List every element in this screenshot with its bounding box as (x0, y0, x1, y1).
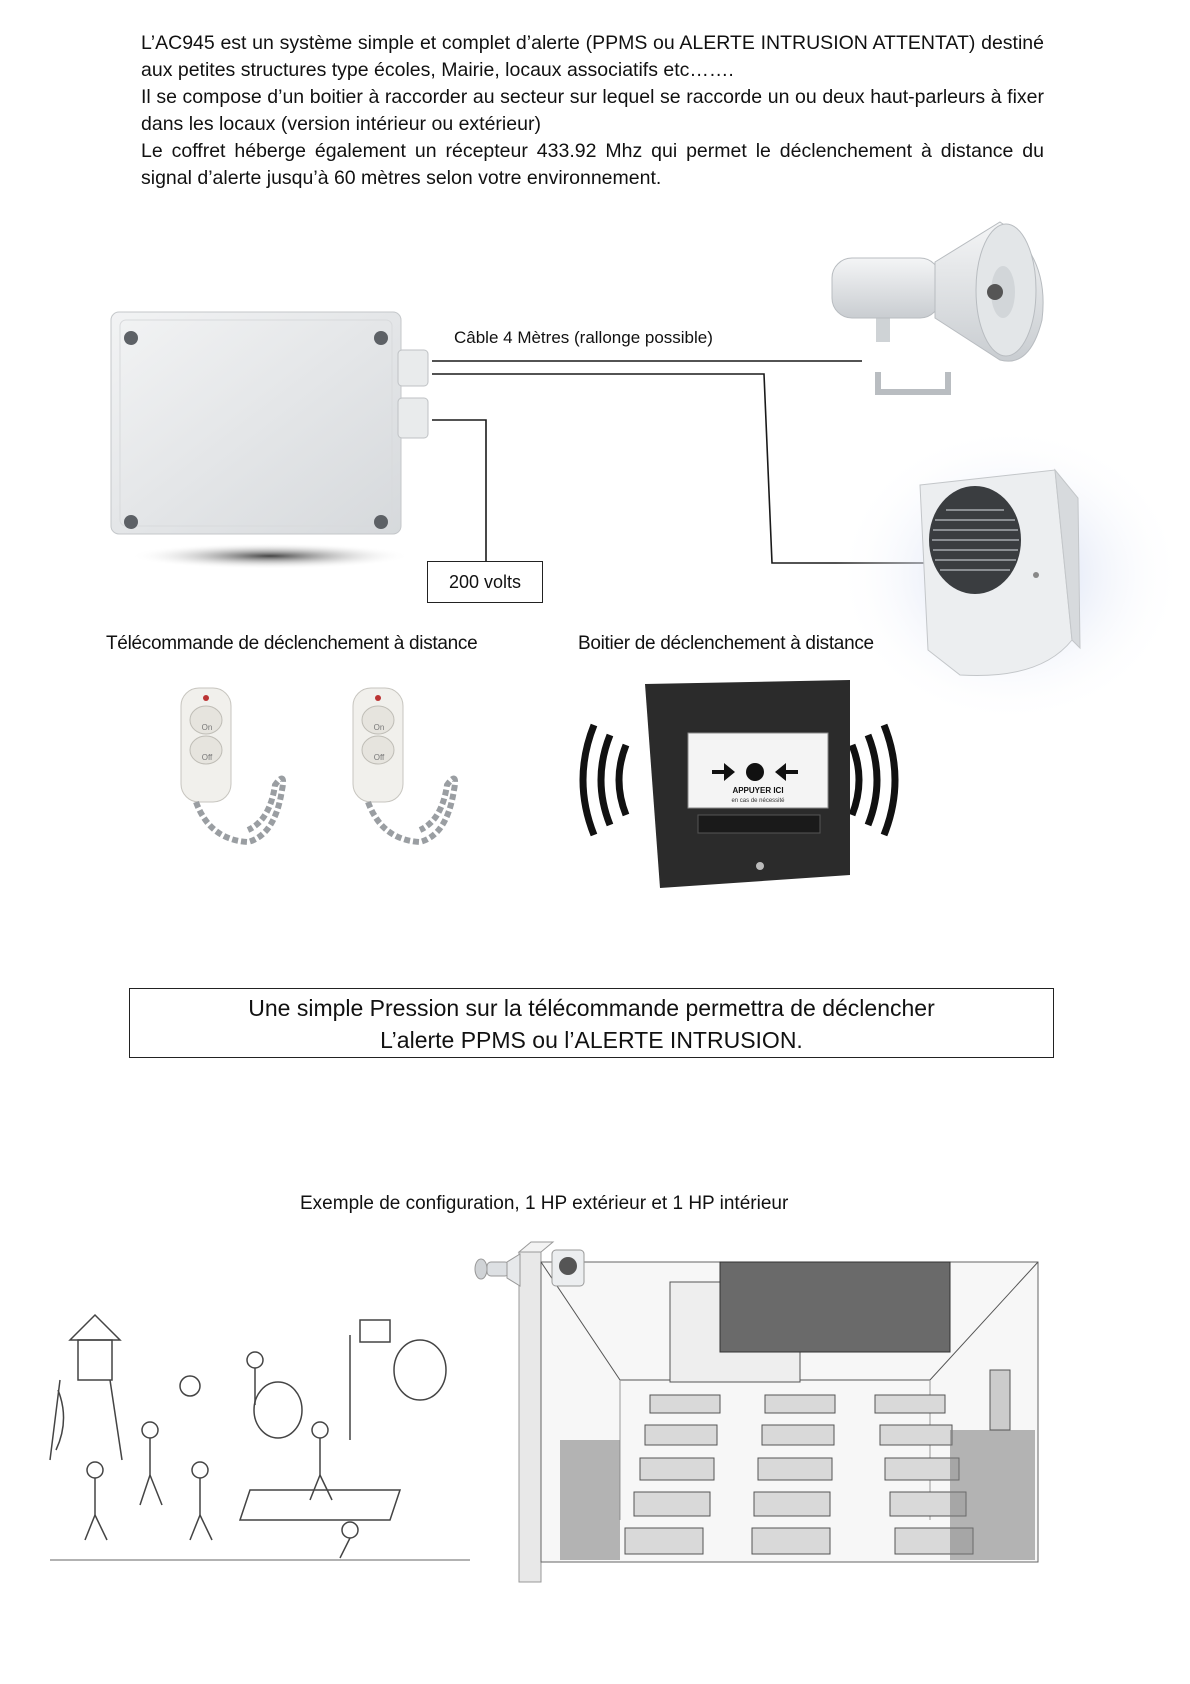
config-indoor-speaker-icon (551, 1249, 585, 1287)
control-box-image (110, 311, 429, 569)
intro-paragraph-3: Le coffret héberge également un récepteu… (141, 140, 1044, 189)
signal-waves-right-icon (848, 723, 899, 837)
cable-label: Câble 4 Mètres (rallonge possible) (454, 328, 713, 347)
power-label-box: 200 volts (427, 561, 543, 603)
remote-1-on-label: On (202, 723, 213, 732)
callout-box: Une simple Pression sur la télécommande … (129, 988, 1054, 1058)
callout-line-1: Une simple Pression sur la télécommande … (248, 995, 935, 1021)
signal-waves-left-icon (579, 723, 630, 837)
remote-control-image-1 (180, 687, 287, 846)
remote-caption: Télécommande de déclenchement à distance (106, 633, 478, 654)
power-label: 200 volts (448, 571, 522, 592)
remote-2-on-label: On (374, 723, 385, 732)
indoor-speaker-image (835, 425, 1185, 725)
outdoor-horn-speaker-image (831, 221, 1044, 395)
intro-paragraph-1: L’AC945 est un système simple et complet… (141, 32, 1044, 81)
config-caption: Exemple de configuration, 1 HP extérieur… (300, 1193, 789, 1214)
remote-1-off-label: Off (202, 753, 213, 762)
trigger-box-image (579, 680, 899, 888)
remote-2-off-label: Off (374, 753, 385, 762)
schoolyard-illustration (49, 1313, 470, 1561)
classroom-illustration (517, 1241, 1039, 1583)
trigger-sub-text: en cas de nécessité (731, 798, 785, 804)
intro-text: L’AC945 est un système simple et complet… (141, 30, 1044, 192)
config-outdoor-horn-icon (474, 1253, 521, 1287)
callout-line-2: L’alerte PPMS ou l’ALERTE INTRUSION. (380, 1027, 803, 1053)
trigger-box-caption: Boitier de déclenchement à distance (578, 633, 874, 654)
trigger-button-text: APPUYER ICI (732, 786, 783, 795)
intro-paragraph-2: Il se compose d’un boitier à raccorder a… (141, 86, 1044, 135)
remote-control-image-2 (352, 687, 459, 846)
